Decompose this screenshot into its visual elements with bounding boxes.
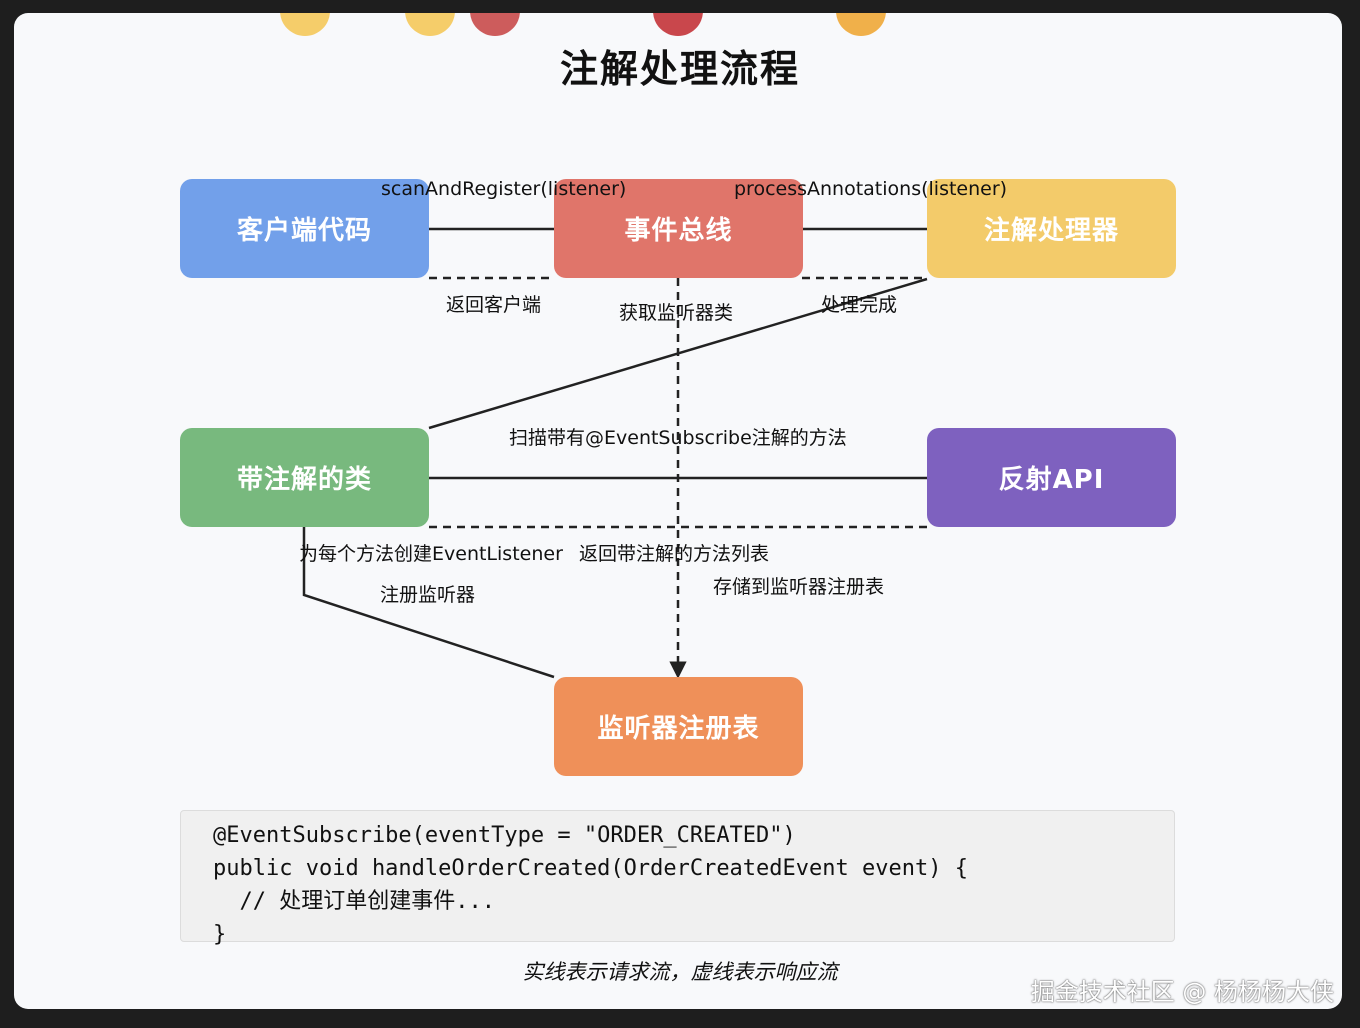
- node-annotation-processor: 注解处理器: [927, 179, 1176, 278]
- edge-label-process-done: 处理完成: [821, 294, 898, 316]
- code-line: @EventSubscribe(eventType = "ORDER_CREAT…: [213, 823, 796, 848]
- edge-label-create-listener: 为每个方法创建EventListener: [299, 543, 563, 565]
- edge-label-return-client: 返回客户端: [446, 294, 542, 316]
- legend-note: 实线表示请求流，虚线表示响应流: [522, 960, 838, 984]
- edge-annotated-registry: [302, 527, 555, 679]
- edge-label-store-registry: 存储到监听器注册表: [713, 576, 885, 598]
- edge-label-scan-register: scanAndRegister(listener): [381, 178, 627, 200]
- node-annotated-class: 带注解的类: [180, 428, 429, 527]
- decor-dot: [836, 13, 886, 36]
- code-snippet: @EventSubscribe(eventType = "ORDER_CREAT…: [180, 810, 1175, 946]
- diagram-title: 注解处理流程: [559, 47, 800, 91]
- node-reflection-api: 反射API: [927, 428, 1176, 527]
- watermark: 掘金技术社区 @ 杨杨杨大侠: [1030, 978, 1334, 1006]
- node-client-code: 客户端代码: [180, 179, 429, 278]
- code-line: }: [213, 922, 227, 947]
- decor-dot: [280, 13, 330, 36]
- node-listener-registry: 监听器注册表: [554, 677, 803, 776]
- edge-label-get-listener-class: 获取监听器类: [619, 302, 734, 324]
- decor-dot: [470, 13, 520, 36]
- edge-label-scan-methods: 扫描带有@EventSubscribe注解的方法: [509, 427, 847, 449]
- decor-dot: [653, 13, 703, 36]
- edge-label-return-methods: 返回带注解的方法列表: [579, 543, 770, 565]
- code-line: public void handleOrderCreated(OrderCrea…: [213, 856, 968, 881]
- node-event-bus: 事件总线: [554, 179, 803, 278]
- decor-dot: [405, 13, 455, 36]
- edge-label-process-annotations: processAnnotations(listener): [734, 178, 1008, 200]
- code-line: // 处理订单创建事件...: [213, 889, 495, 914]
- edge-label-register-listener: 注册监听器: [380, 584, 476, 606]
